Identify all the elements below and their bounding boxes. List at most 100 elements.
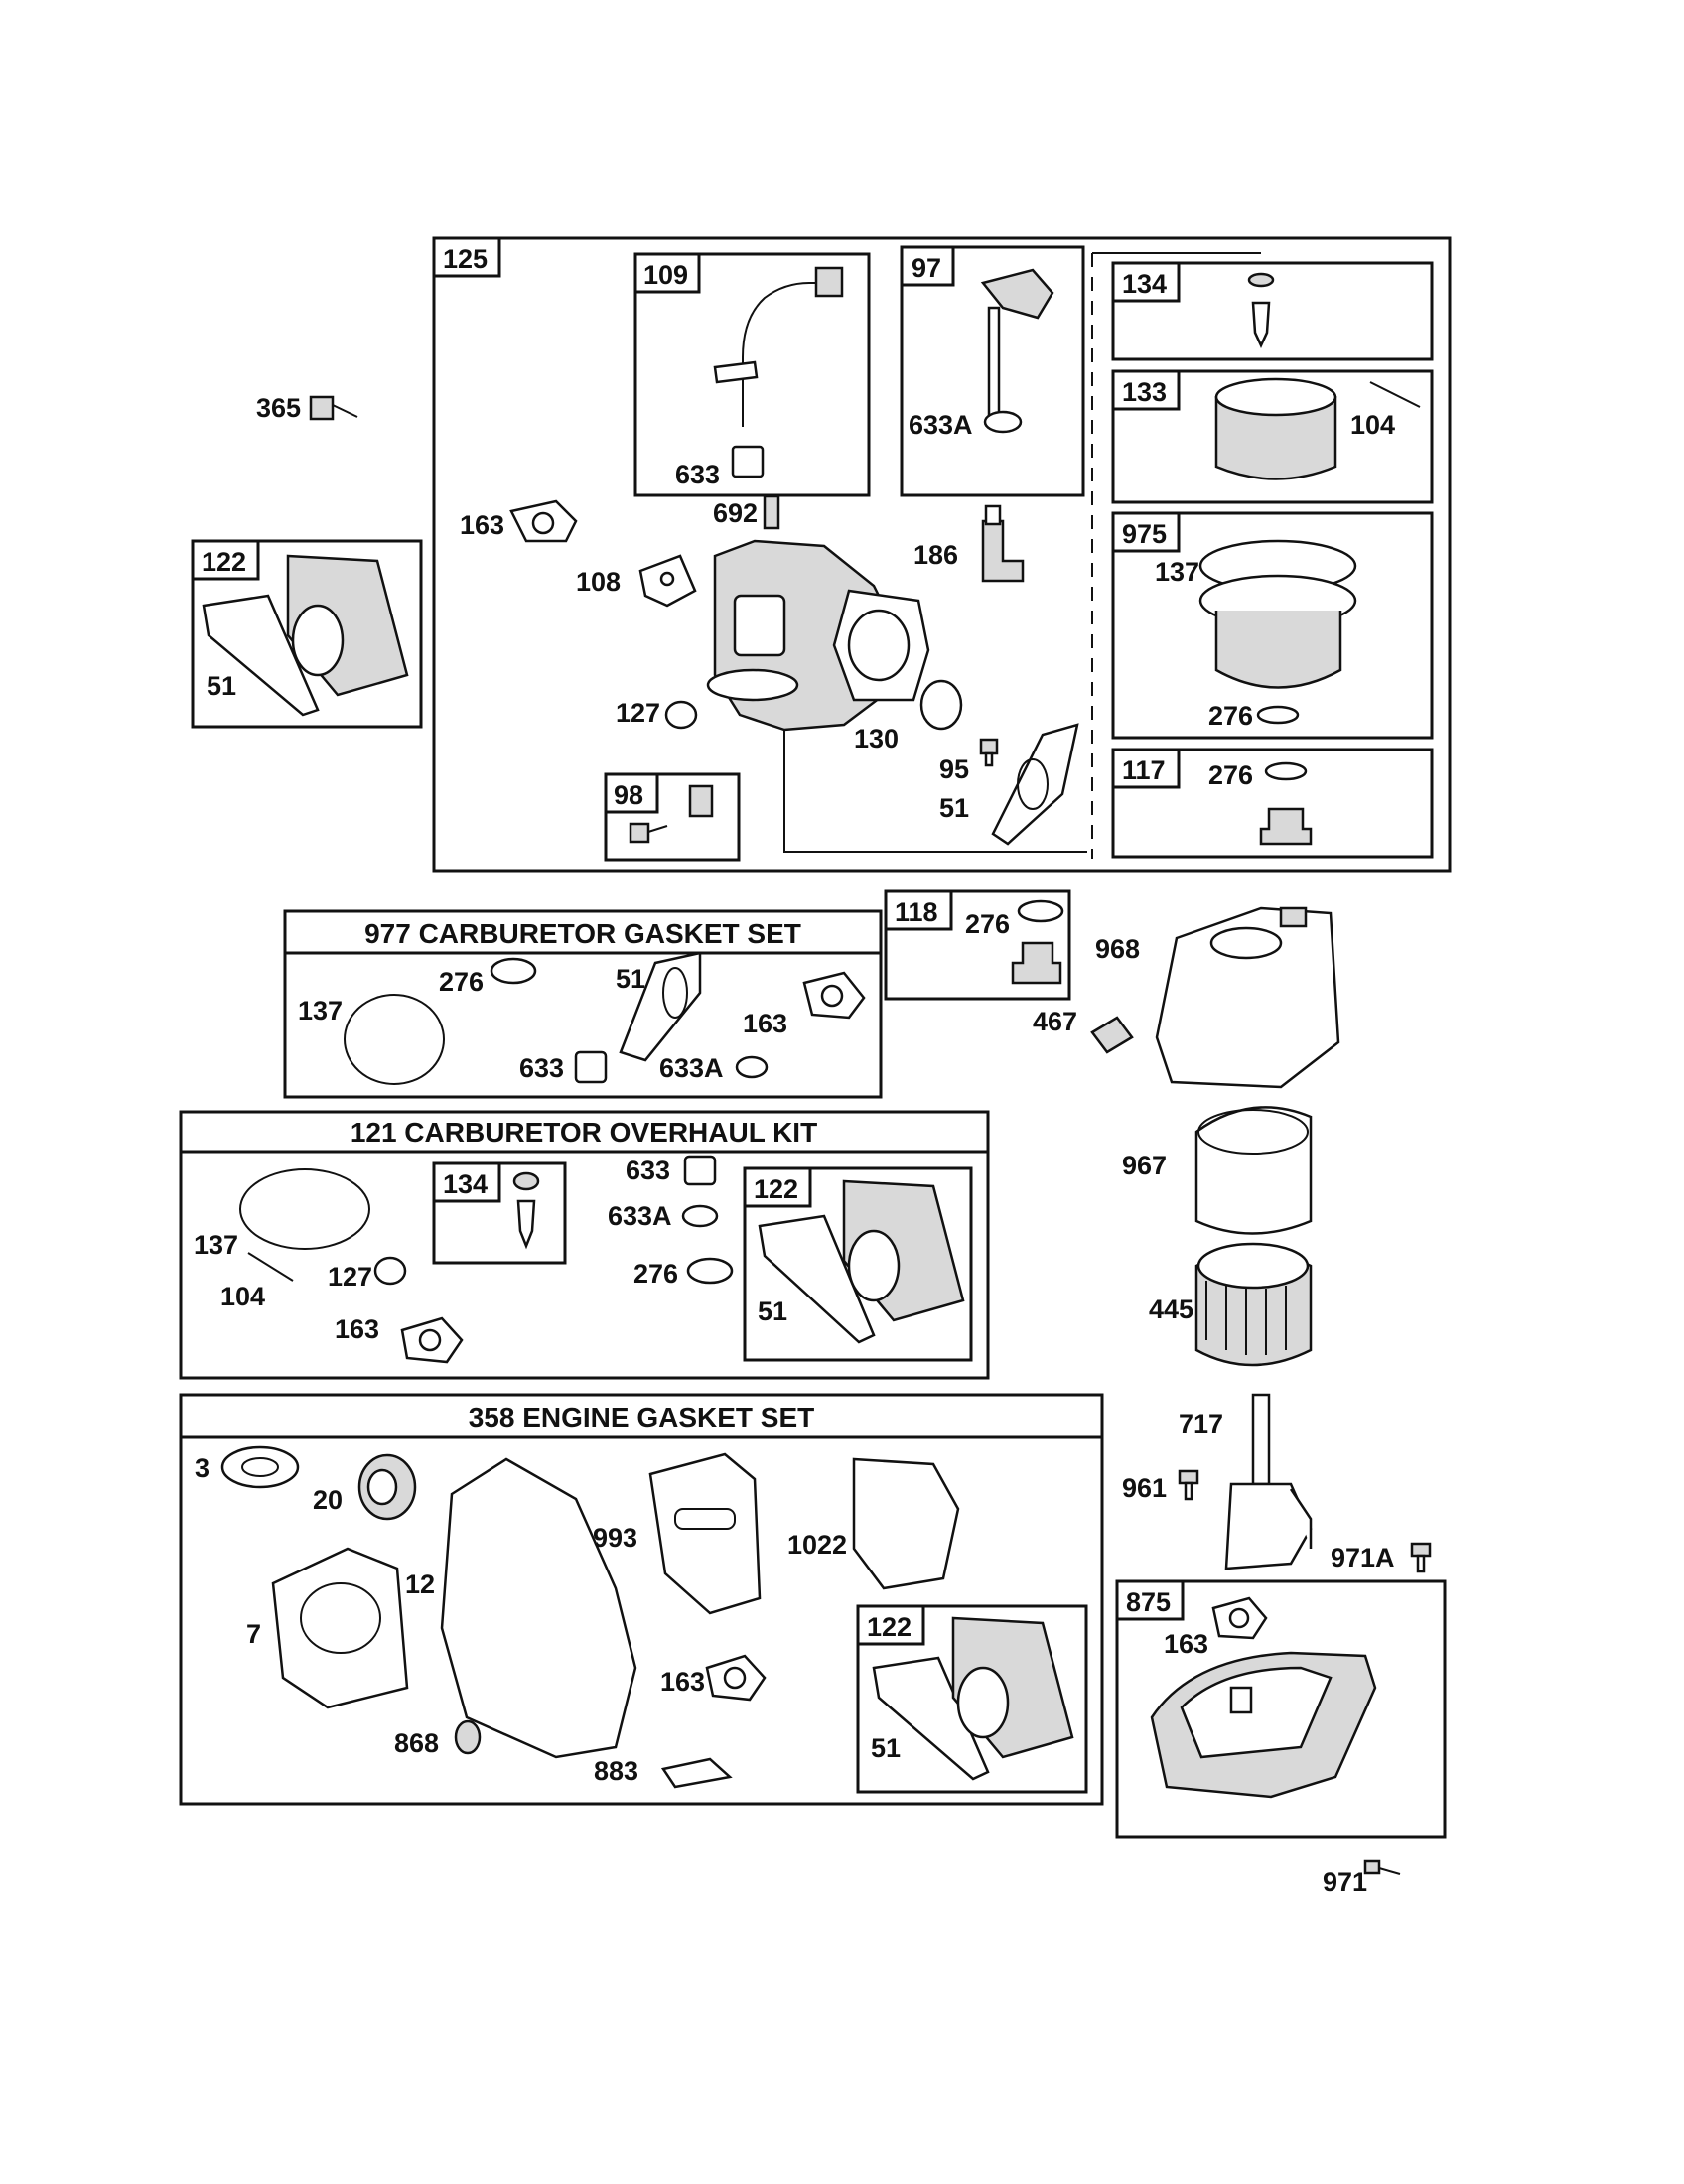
title-gasket-set: 977 CARBURETOR GASKET SET <box>364 918 801 949</box>
plate-108-part <box>638 554 697 608</box>
screw-95-part <box>979 738 999 767</box>
intake-panel-122-left: 122 51 <box>191 539 423 729</box>
label-1022: 1022 <box>787 1530 847 1560</box>
label-51-c: 51 <box>616 964 645 994</box>
label-104-b: 104 <box>220 1282 265 1311</box>
title-overhaul-kit: 121 CARBURETOR OVERHAUL KIT <box>351 1117 817 1148</box>
label-95: 95 <box>939 754 969 784</box>
label-125: 125 <box>443 244 488 274</box>
label-868: 868 <box>394 1728 439 1758</box>
label-137-a: 137 <box>1155 557 1199 587</box>
air-cleaner-base-panel: 875 163 <box>1115 1579 1447 1839</box>
label-109: 109 <box>643 260 688 290</box>
label-20: 20 <box>313 1485 343 1515</box>
label-971: 971 <box>1323 1867 1367 1897</box>
fuel-fitting-part <box>981 504 1025 583</box>
label-122-c: 122 <box>867 1612 912 1642</box>
label-633-b: 633 <box>519 1053 564 1083</box>
label-122-a: 122 <box>202 547 246 577</box>
plug-127 <box>664 700 698 730</box>
label-961: 961 <box>1122 1473 1167 1503</box>
label-276-d: 276 <box>439 967 484 997</box>
screw-971A-part <box>1410 1542 1432 1573</box>
label-7: 7 <box>246 1619 261 1649</box>
label-692: 692 <box>713 498 758 528</box>
idle-screw-part <box>629 784 714 844</box>
label-467: 467 <box>1033 1007 1077 1036</box>
label-51-b: 51 <box>207 671 236 701</box>
label-97: 97 <box>912 253 941 283</box>
bowl-nut-part <box>1259 761 1313 846</box>
float-bowl-part <box>1198 539 1357 725</box>
label-875: 875 <box>1126 1587 1171 1617</box>
label-276-e: 276 <box>633 1259 678 1289</box>
screw-971-part <box>1363 1859 1401 1875</box>
bracket-717-part <box>1224 1393 1313 1570</box>
label-134-b: 134 <box>443 1169 488 1199</box>
label-967: 967 <box>1122 1151 1167 1180</box>
air-filter-part <box>1194 1242 1313 1367</box>
carburetor-assembly-panel: 125 109 633 97 633A 134 <box>432 236 1452 873</box>
label-118: 118 <box>895 897 938 927</box>
label-137-b: 137 <box>298 996 343 1025</box>
overhaul-kit-panel: 121 CARBURETOR OVERHAUL KIT 137 104 127 … <box>179 1110 990 1380</box>
float-needle-part <box>1247 272 1275 348</box>
label-163-c: 163 <box>335 1314 379 1344</box>
label-98: 98 <box>614 780 643 810</box>
label-968: 968 <box>1095 934 1140 964</box>
label-993: 993 <box>593 1523 637 1553</box>
label-445: 445 <box>1149 1295 1193 1324</box>
pre-cleaner-part <box>1194 1106 1313 1235</box>
pin-692 <box>763 494 780 530</box>
engine-gasket-panel: 358 ENGINE GASKET SET 3 20 12 7 993 1022… <box>179 1393 1104 1806</box>
knob-467 <box>1090 1016 1134 1054</box>
label-971A: 971A <box>1331 1543 1395 1572</box>
label-133: 133 <box>1122 377 1167 407</box>
label-633A-a: 633A <box>909 410 973 440</box>
label-51-a: 51 <box>939 793 969 823</box>
throttle-shaft-part <box>980 268 1054 434</box>
panel-118: 118 276 <box>884 889 1071 1001</box>
label-276-b: 276 <box>1208 760 1253 790</box>
air-cleaner-cover-part <box>1155 906 1340 1089</box>
label-276-a: 276 <box>1208 701 1253 731</box>
float-part <box>1214 377 1421 480</box>
label-137-c: 137 <box>194 1230 238 1260</box>
label-186: 186 <box>913 540 958 570</box>
label-127-b: 127 <box>328 1262 372 1292</box>
label-122-b: 122 <box>754 1174 798 1204</box>
label-717: 717 <box>1179 1409 1223 1438</box>
label-12: 12 <box>405 1570 435 1599</box>
label-276-c: 276 <box>965 909 1010 939</box>
gasket-51-part <box>991 723 1079 846</box>
screw-961-part <box>1178 1469 1199 1501</box>
label-130: 130 <box>854 724 899 753</box>
carburetor-body-part <box>706 539 1087 853</box>
label-633A-c: 633A <box>608 1201 672 1231</box>
label-3: 3 <box>195 1453 210 1483</box>
label-108: 108 <box>576 567 621 597</box>
label-163-e: 163 <box>1164 1629 1208 1659</box>
label-633-a: 633 <box>675 460 720 489</box>
label-883: 883 <box>594 1756 638 1786</box>
label-51-d: 51 <box>758 1297 787 1326</box>
label-117: 117 <box>1122 755 1166 785</box>
fuel-line-part <box>713 266 844 478</box>
bolt-365-part <box>309 395 358 421</box>
gasket-set-panel: 977 CARBURETOR GASKET SET 137 276 51 163… <box>283 909 883 1099</box>
title-engine-gasket: 358 ENGINE GASKET SET <box>469 1402 815 1433</box>
label-975: 975 <box>1122 519 1167 549</box>
label-163-b: 163 <box>743 1009 787 1038</box>
label-633-c: 633 <box>626 1156 670 1185</box>
label-134-a: 134 <box>1122 269 1167 299</box>
label-104-a: 104 <box>1350 410 1395 440</box>
gasket-163-part <box>509 499 578 543</box>
label-163-a: 163 <box>460 510 504 540</box>
label-163-d: 163 <box>660 1667 705 1697</box>
label-127-a: 127 <box>616 698 660 728</box>
label-51-e: 51 <box>871 1733 901 1763</box>
label-633A-b: 633A <box>659 1053 724 1083</box>
plate-130 <box>919 679 963 731</box>
label-365: 365 <box>256 393 301 423</box>
